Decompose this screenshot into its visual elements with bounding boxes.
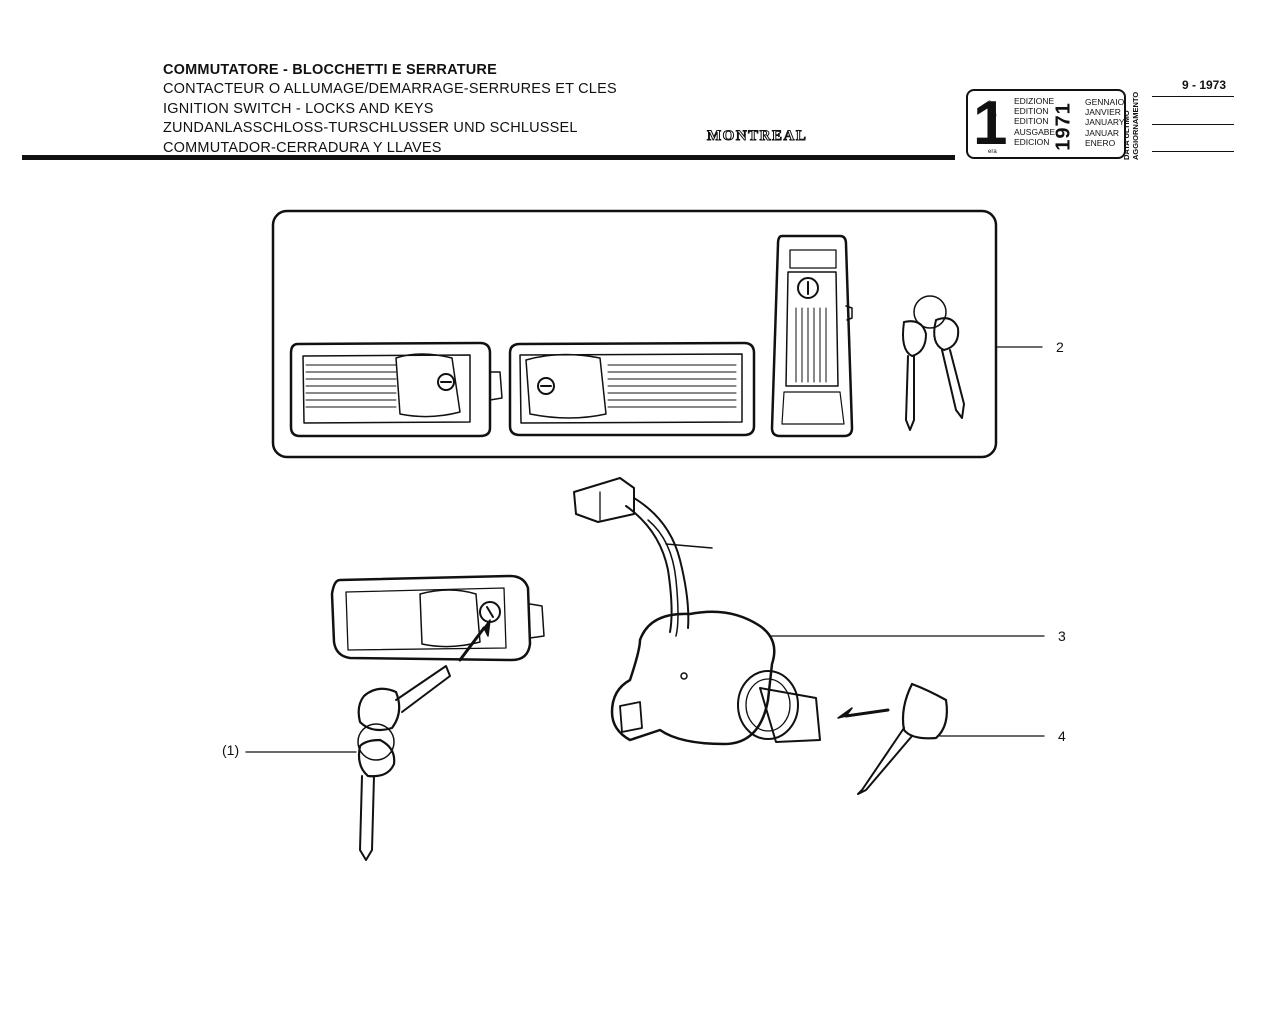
edition-suffix: .	[988, 137, 990, 143]
edition-box: 1 a ere st . era EDIZIONE EDITION EDITIO…	[966, 89, 1126, 159]
model-logo: MONTREAL	[706, 128, 808, 145]
update-line	[1152, 151, 1234, 153]
edition-suffix: ere	[988, 113, 997, 119]
edition-suffix: era	[988, 149, 997, 155]
insert-arrow-icon	[837, 707, 890, 719]
key-pair-icon	[902, 295, 965, 431]
edition-label: EDITION	[1014, 116, 1049, 127]
title-spanish: COMMUTADOR-CERRADURA Y LLAVES	[163, 139, 442, 156]
edition-month: JANVIER	[1085, 107, 1121, 118]
title-french: CONTACTEUR O ALLUMAGE/DEMARRAGE-SERRURES…	[163, 81, 617, 98]
edition-month: ENERO	[1085, 137, 1116, 148]
edition-label: EDICION	[1014, 136, 1050, 147]
edition-suffix: a	[988, 100, 992, 106]
edition-months: GENNAIO JANVIER JANUARY JANUAR ENERO	[1085, 97, 1125, 148]
loose-key-icon: 4	[857, 682, 1066, 795]
key-pair-loose-icon: (1)	[222, 665, 451, 861]
edition-label: AUSGABE	[1014, 126, 1056, 137]
title-italian: COMMUTATORE - BLOCCHETTI E SERRATURE	[163, 62, 497, 78]
door-handle-right-icon	[508, 341, 756, 437]
callout-2: 2	[1056, 339, 1064, 355]
callout-3: 3	[1058, 628, 1066, 644]
edition-suffix: st	[988, 125, 993, 131]
lock-set-group: 2	[271, 209, 1064, 459]
edition-month: GENNAIO	[1085, 97, 1125, 107]
title-german: ZUNDANLASSCHLOSS-TURSCHLUSSER UND SCHLUS…	[163, 120, 578, 137]
header-titles: COMMUTATORE - BLOCCHETTI E SERRATURE CON…	[163, 61, 617, 158]
update-line	[1152, 96, 1234, 98]
insert-arrow-icon	[458, 619, 491, 662]
update-line	[1152, 124, 1234, 126]
title-english: IGNITION SWITCH - LOCKS AND KEYS	[163, 100, 434, 117]
header-rule	[22, 155, 955, 160]
edition-month: JANUARY	[1085, 117, 1125, 128]
separate-door-handle-icon	[330, 574, 545, 662]
ignition-switch-icon: 3	[573, 477, 1066, 746]
edition-month: JANUAR	[1085, 127, 1120, 138]
edition-number: 1	[973, 89, 1008, 158]
update-date: 9 - 1973	[1182, 78, 1227, 92]
edition-label: EDITION	[1014, 106, 1049, 117]
door-handle-left-icon	[289, 341, 503, 438]
callout-4: 4	[1058, 728, 1066, 744]
callout-1: (1)	[222, 742, 239, 758]
boot-lock-icon	[770, 234, 854, 438]
edition-label: EDIZIONE	[1014, 96, 1055, 106]
edition-labels: EDIZIONE EDITION EDITION AUSGABE EDICION	[1014, 96, 1055, 147]
